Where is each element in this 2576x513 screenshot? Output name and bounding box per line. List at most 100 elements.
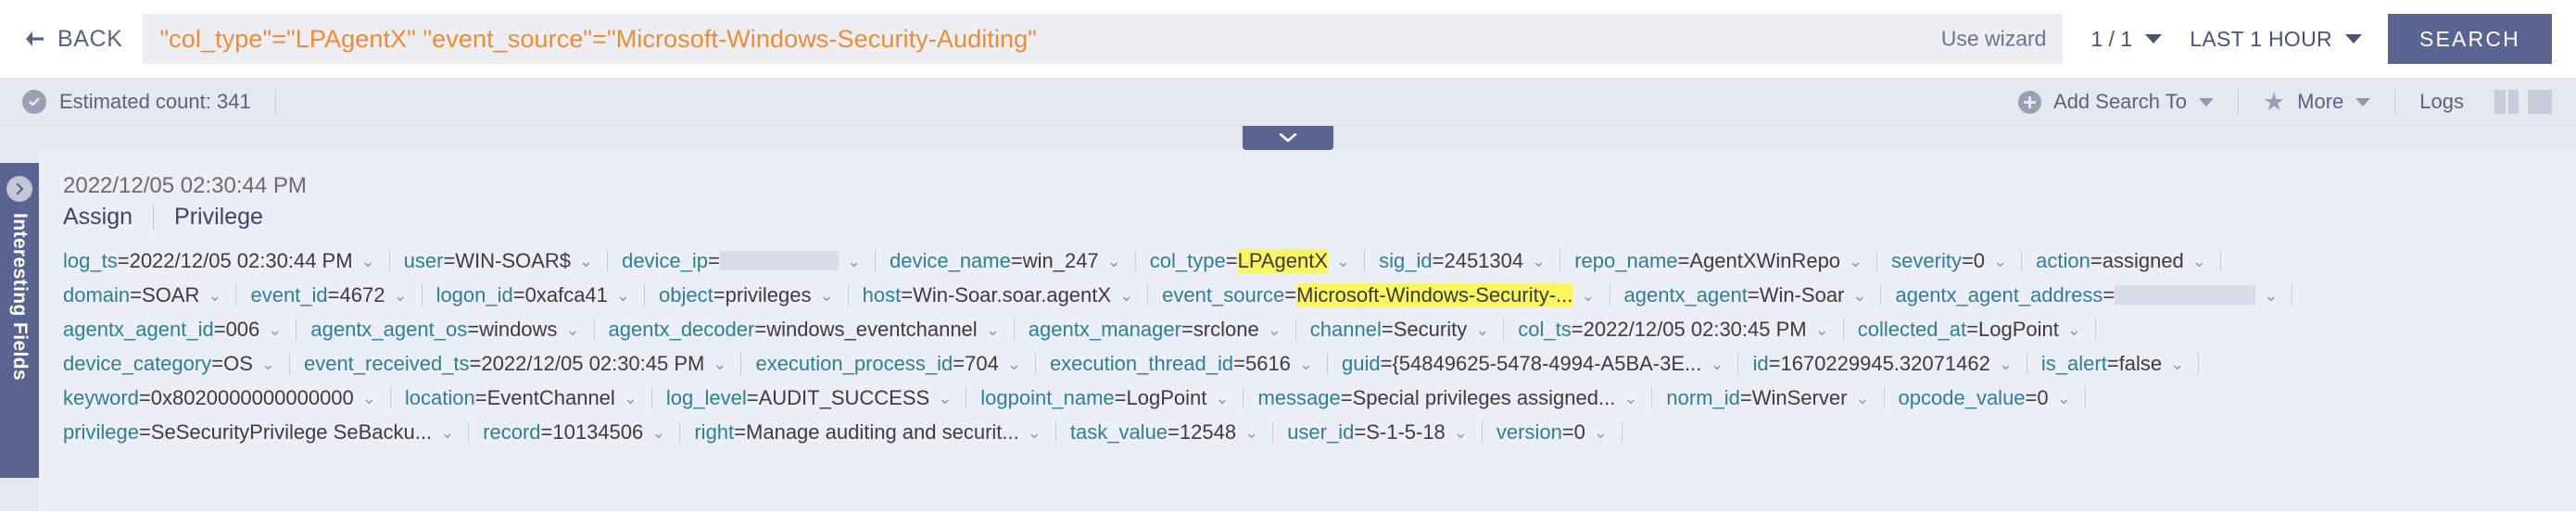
more-button[interactable]: ★ More [2263, 89, 2371, 115]
chevron-down-icon[interactable]: ⌄ [1119, 285, 1134, 305]
log-field-version[interactable]: version=0⌄ [1496, 420, 1608, 444]
log-field-event_source[interactable]: event_source=Microsoft-Windows-Security-… [1162, 282, 1596, 307]
log-field-privilege[interactable]: privilege=SeSecurityPrivilege SeBacku...… [63, 420, 454, 444]
log-field-device_category[interactable]: device_category=OS⌄ [63, 352, 275, 376]
log-field-action[interactable]: action=assigned⌄ [2036, 249, 2206, 273]
chevron-down-icon[interactable]: ⌄ [1267, 319, 1282, 339]
chevron-down-icon[interactable]: ⌄ [360, 251, 375, 270]
interesting-fields-panel-toggle[interactable]: Interesting Fields [0, 163, 39, 478]
collapse-panel-handle[interactable] [1243, 126, 1333, 150]
chevron-down-icon[interactable]: ⌄ [1593, 422, 1609, 442]
chevron-down-icon[interactable]: ⌄ [1027, 422, 1042, 442]
log-field-execution_thread_id[interactable]: execution_thread_id=5616⌄ [1050, 352, 1313, 376]
chevron-down-icon[interactable]: ⌄ [1581, 285, 1596, 305]
chevron-down-icon[interactable]: ⌄ [1998, 354, 2013, 373]
log-field-norm_id[interactable]: norm_id=WinServer⌄ [1666, 386, 1869, 410]
chevron-down-icon[interactable]: ⌄ [2264, 285, 2279, 305]
log-field-event_received_ts[interactable]: event_received_ts=2022/12/05 02:30:45 PM… [304, 352, 726, 376]
chevron-down-icon[interactable]: ⌄ [1623, 388, 1638, 407]
query-input[interactable]: "col_type"="LPAgentX" "event_source"="Mi… [143, 14, 2064, 64]
back-button[interactable]: BACK [22, 26, 137, 53]
chevron-down-icon[interactable]: ⌄ [268, 319, 283, 339]
log-field-message[interactable]: message=Special privileges assigned...⌄ [1257, 386, 1637, 410]
chevron-down-icon[interactable]: ⌄ [651, 422, 666, 442]
log-field-severity[interactable]: severity=0⌄ [1891, 249, 2007, 273]
chevron-down-icon[interactable]: ⌄ [713, 354, 727, 373]
tag-privilege[interactable]: Privilege [153, 204, 284, 231]
log-field-task_value[interactable]: task_value=12548⌄ [1070, 420, 1258, 444]
log-field-domain[interactable]: domain=SOAR⌄ [63, 283, 221, 307]
chevron-down-icon[interactable]: ⌄ [565, 319, 580, 339]
log-field-execution_process_id[interactable]: execution_process_id=704⌄ [755, 352, 1020, 376]
chevron-down-icon[interactable]: ⌄ [1852, 285, 1867, 305]
log-field-host[interactable]: host=Win-Soar.soar.agentX⌄ [863, 283, 1134, 307]
split-view-icon[interactable] [2494, 90, 2519, 114]
chevron-down-icon[interactable]: ⌄ [1006, 354, 1021, 373]
chevron-down-icon[interactable]: ⌄ [985, 319, 1000, 339]
chevron-down-icon[interactable]: ⌄ [260, 354, 275, 373]
chevron-down-icon[interactable]: ⌄ [1849, 251, 1863, 270]
chevron-down-icon[interactable]: ⌄ [2191, 251, 2206, 270]
log-field-location[interactable]: location=EventChannel⌄ [405, 386, 638, 410]
log-field-user[interactable]: user=WIN-SOAR$⌄ [404, 249, 593, 273]
log-field-col_ts[interactable]: col_ts=2022/12/05 02:30:45 PM⌄ [1518, 318, 1828, 342]
log-field-logon_id[interactable]: logon_id=0xafca41⌄ [436, 283, 630, 307]
time-range-selector[interactable]: LAST 1 HOUR [2190, 27, 2362, 52]
chevron-down-icon[interactable]: ⌄ [938, 388, 953, 407]
log-field-collected_at[interactable]: collected_at=LogPoint⌄ [1858, 318, 2081, 342]
chevron-down-icon[interactable]: ⌄ [1855, 388, 1870, 407]
log-field-device_name[interactable]: device_name=win_247⌄ [890, 249, 1121, 273]
chevron-down-icon[interactable]: ⌄ [578, 251, 594, 270]
chevron-down-icon[interactable]: ⌄ [1453, 422, 1468, 442]
chevron-down-icon[interactable]: ⌄ [1106, 251, 1121, 270]
chevron-down-icon[interactable]: ⌄ [819, 285, 834, 305]
chevron-down-icon[interactable]: ⌄ [1336, 251, 1351, 270]
chevron-down-icon[interactable]: ⌄ [2066, 319, 2081, 339]
log-field-guid[interactable]: guid={54849625-5478-4994-A5BA-3E...⌄ [1342, 352, 1724, 376]
log-field-object[interactable]: object=privileges⌄ [659, 283, 834, 307]
add-search-to-button[interactable]: Add Search To [2018, 90, 2214, 114]
log-field-col_type[interactable]: col_type=LPAgentX⌄ [1150, 248, 1351, 273]
chevron-down-icon[interactable]: ⌄ [623, 388, 638, 407]
log-field-record[interactable]: record=10134506⌄ [483, 420, 665, 444]
log-field-right[interactable]: right=Manage auditing and securit...⌄ [694, 420, 1042, 444]
log-field-user_id[interactable]: user_id=S-1-5-18⌄ [1287, 420, 1468, 444]
log-field-agentx_manager[interactable]: agentx_manager=srclone⌄ [1029, 318, 1282, 342]
chevron-down-icon[interactable]: ⌄ [846, 251, 861, 270]
chevron-down-icon[interactable]: ⌄ [2056, 388, 2071, 407]
chevron-down-icon[interactable]: ⌄ [393, 285, 408, 305]
chevron-down-icon[interactable]: ⌄ [1993, 251, 2008, 270]
chevron-down-icon[interactable]: ⌄ [2170, 354, 2185, 373]
log-field-log_level[interactable]: log_level=AUDIT_SUCCESS⌄ [666, 386, 952, 410]
log-field-event_id[interactable]: event_id=4672⌄ [250, 283, 407, 307]
use-wizard-link[interactable]: Use wizard [1940, 26, 2047, 51]
log-field-log_ts[interactable]: log_ts=2022/12/05 02:30:44 PM⌄ [63, 249, 375, 273]
log-field-agentx_agent[interactable]: agentx_agent=Win-Soar⌄ [1624, 283, 1867, 307]
page-indicator[interactable]: 1 / 1 [2090, 27, 2163, 52]
log-field-channel[interactable]: channel=Security⌄ [1310, 318, 1490, 342]
log-field-keyword[interactable]: keyword=0x8020000000000000⌄ [63, 386, 376, 410]
chevron-down-icon[interactable]: ⌄ [1475, 319, 1490, 339]
log-field-agentx_decoder[interactable]: agentx_decoder=windows_eventchannel⌄ [609, 318, 1000, 342]
log-field-agentx_agent_os[interactable]: agentx_agent_os=windows⌄ [310, 318, 579, 342]
log-field-device_ip[interactable]: device_ip=⌄ [622, 249, 861, 273]
log-field-id[interactable]: id=1670229945.32071462⌄ [1752, 352, 2012, 376]
search-button[interactable]: SEARCH [2387, 14, 2552, 64]
chevron-down-icon[interactable]: ⌄ [1814, 319, 1829, 339]
chevron-down-icon[interactable]: ⌄ [440, 422, 455, 442]
log-field-logpoint_name[interactable]: logpoint_name=LogPoint⌄ [980, 386, 1229, 410]
chevron-down-icon[interactable]: ⌄ [1532, 251, 1547, 270]
log-field-is_alert[interactable]: is_alert=false⌄ [2041, 352, 2184, 376]
chevron-down-icon[interactable]: ⌄ [1710, 354, 1724, 373]
chevron-down-icon[interactable]: ⌄ [208, 285, 222, 305]
tag-assign[interactable]: Assign [63, 204, 133, 230]
full-view-icon[interactable] [2528, 90, 2552, 114]
log-field-repo_name[interactable]: repo_name=AgentXWinRepo⌄ [1574, 249, 1863, 273]
log-field-sig_id[interactable]: sig_id=2451304⌄ [1379, 249, 1546, 273]
chevron-down-icon[interactable]: ⌄ [615, 285, 630, 305]
log-field-agentx_agent_address[interactable]: agentx_agent_address=⌄ [1895, 283, 2278, 307]
chevron-down-icon[interactable]: ⌄ [1215, 388, 1230, 407]
log-field-opcode_value[interactable]: opcode_value=0⌄ [1899, 386, 2071, 410]
log-field-agentx_agent_id[interactable]: agentx_agent_id=006⌄ [63, 318, 282, 342]
chevron-down-icon[interactable]: ⌄ [1298, 354, 1313, 373]
